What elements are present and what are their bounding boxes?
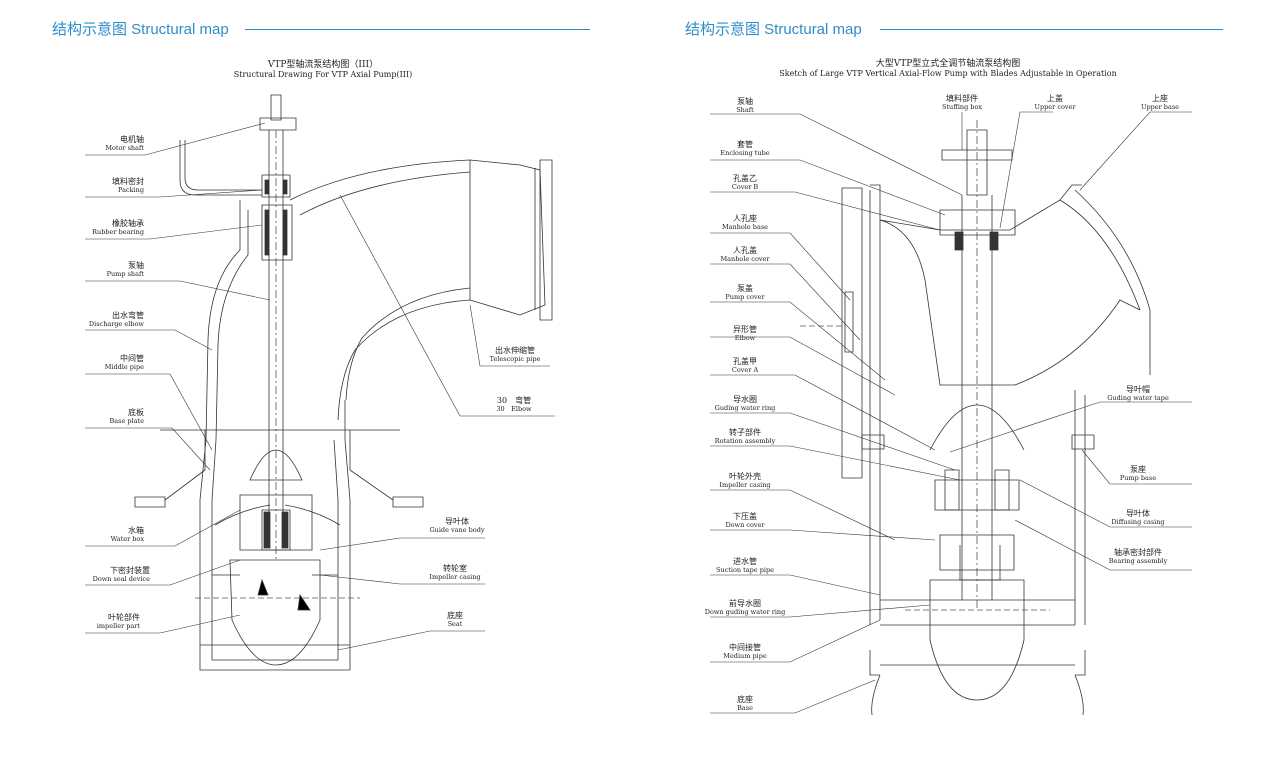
left-drawing-title: VTP型轴流泵结构图（III） Structural Drawing For V…	[234, 60, 412, 80]
right-title-en: Sketch of Large VTP Vertical Axial-Flow …	[779, 69, 1117, 78]
left-title-cn: VTP型轴流泵结构图（III）	[267, 60, 379, 70]
left-header-rule	[245, 29, 590, 30]
coupling-flange	[260, 118, 296, 130]
right-drawing-title: 大型VTP型立式全调节轴流泵结构图 Sketch of Large VTP Ve…	[779, 59, 1116, 79]
discharge-elbow	[290, 160, 470, 420]
packing-box	[262, 175, 290, 197]
right-header-rule	[880, 29, 1223, 30]
left-title-en: Structural Drawing For VTP Axial Pump(II…	[233, 70, 413, 79]
rubber-bearing-housing	[262, 205, 292, 260]
right-section-header: 结构示意图 Structural map	[685, 21, 862, 38]
left-section-header: 结构示意图 Structural map	[52, 21, 229, 38]
motor-shaft-part	[271, 95, 281, 120]
right-title-cn: 大型VTP型立式全调节轴流泵结构图	[875, 59, 1021, 69]
